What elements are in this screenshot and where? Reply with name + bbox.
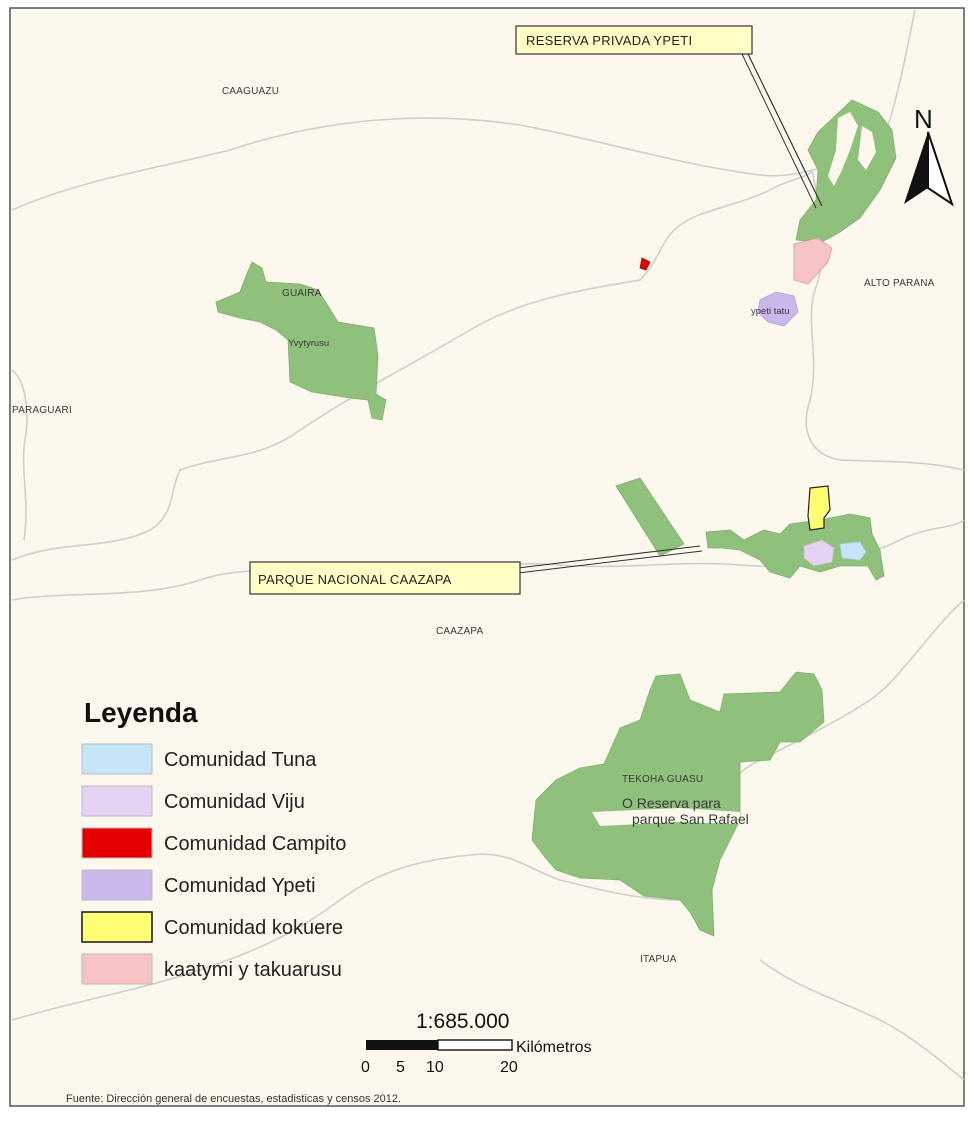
legend-label: Comunidad Campito [164,833,346,855]
scale-bar: 1:685.000 Kilómetros 0 5 10 20 [361,1010,592,1076]
callout-caazapa-leader [517,545,701,569]
north-arrow-right-half [927,131,954,207]
kaatymi-takuarusu-area [793,237,833,285]
boundary-caaguazu-south [11,117,881,211]
scale-segment-white [437,1039,513,1051]
comunidad-kokuere-area [807,485,831,531]
callout-caazapa-leader-2 [517,550,703,574]
legend-title: Leyenda [84,697,198,728]
caazapa-park-west-strip [615,477,685,557]
tekoha-guasu-area [531,671,825,937]
scale-segment-black [366,1040,438,1050]
san-rafael-gap [592,808,740,826]
legend-swatch [81,869,153,901]
ypeti-gap-1 [828,112,858,186]
boundary-guaira [11,169,813,561]
label-itapua: ITAPUA [640,954,677,965]
label-ypeti-tatu: ypeti tatu [751,306,790,317]
callout-ypeti-leader [747,53,823,207]
callout-caazapa-text: PARQUE NACIONAL CAAZAPA [258,572,452,587]
scale-unit: Kilómetros [516,1039,592,1056]
scale-tick-5: 5 [396,1059,405,1076]
area-gaps [592,112,876,826]
ypeti-gap-2 [858,126,876,170]
legend-swatch [81,953,153,985]
boundary-itapua [11,853,681,1021]
label-guaira: GUAIRA [282,288,322,299]
north-arrow-left-half [904,132,928,204]
scale-tick-20: 20 [500,1059,518,1076]
legend-label: kaatymi y takuarusu [164,959,342,981]
boundary-itapua-east [759,959,965,1081]
comunidad-viju-area [803,539,835,567]
label-tekoha-guasu: TEKOHA GUASU [622,774,703,785]
label-caaguazu: CAAGUAZU [222,86,279,97]
label-reserva-line2: parque San Rafael [632,811,749,827]
legend-label: Comunidad Ypeti [164,875,316,897]
callout-ypeti-box [515,25,753,55]
label-caazapa: CAAZAPA [436,626,483,637]
label-alto-parana: ALTO PARANA [864,278,935,289]
callout-ypeti: RESERVA PRIVADA YPETI [515,25,823,209]
scale-ratio: 1:685.000 [416,1010,509,1033]
label-paraguari: PARAGUARI [12,405,72,416]
legend-label: Comunidad Tuna [164,749,317,771]
callout-ypeti-text: RESERVA PRIVADA YPETI [526,33,692,48]
yvytyrusu-area [215,261,387,421]
callout-caazapa-park: PARQUE NACIONAL CAAZAPA [249,545,703,595]
scale-tick-10: 10 [426,1059,444,1076]
label-yvytyrusu: Yvytyrusu [288,338,329,349]
scale-tick-0: 0 [361,1059,370,1076]
legend-swatch [81,743,153,775]
boundary-paraguari [11,369,28,541]
label-reserva-line1: O Reserva para [622,795,721,811]
source-note: Fuente: Dirección general de encuestas, … [66,1093,401,1105]
comunidad-tuna-area [839,541,867,561]
north-arrow-icon: N [904,104,954,207]
legend-label: Comunidad Viju [164,791,305,813]
callout-ypeti-leader-2 [741,53,817,209]
legend-swatch [81,827,153,859]
callout-caazapa-box [249,561,521,595]
legend-swatch [81,911,153,943]
caazapa-park-east-area [705,513,885,581]
comunidad-campito-area [639,257,651,271]
legend-swatch [81,785,153,817]
north-letter: N [914,104,933,134]
legend-label: Comunidad kokuere [164,917,343,939]
comunidad-ypeti-area [757,291,799,327]
